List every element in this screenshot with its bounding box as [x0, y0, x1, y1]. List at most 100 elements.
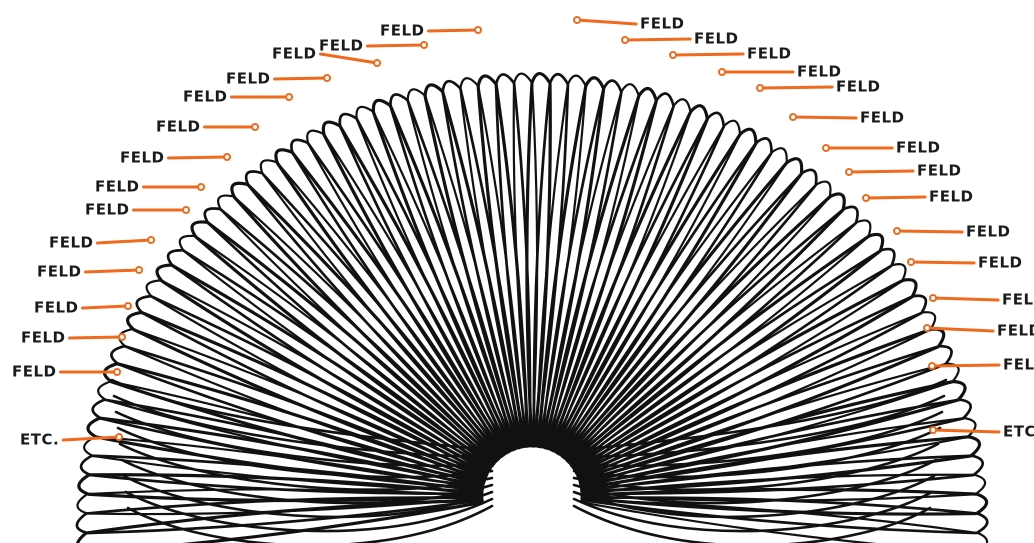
leader-line — [321, 54, 377, 63]
callout-label: FELD — [797, 63, 842, 81]
leader-dot — [719, 69, 725, 75]
leader-dot — [125, 303, 131, 309]
callout-label: FELD — [49, 234, 94, 252]
callout-label: FELD — [997, 322, 1034, 340]
callout-label: FELD — [966, 223, 1011, 241]
leader-dot — [421, 42, 427, 48]
leader-dot — [224, 154, 230, 160]
callout-right-4: FELD — [719, 63, 842, 81]
callout-left-13: FELD — [21, 329, 125, 347]
leader-dot — [324, 75, 330, 81]
leader-dot — [757, 85, 763, 91]
callout-left-12: FELD — [34, 299, 131, 317]
callout-right-11: FELD — [908, 254, 1023, 272]
leader-line — [793, 117, 856, 118]
leader-line — [577, 20, 636, 24]
leader-dot — [670, 52, 676, 58]
callout-label: FELD — [156, 118, 201, 136]
leader-dot — [790, 114, 796, 120]
leader-line — [866, 197, 925, 198]
callout-label: FELD — [929, 188, 974, 206]
leader-line — [98, 240, 151, 243]
callout-label: FELD — [226, 70, 271, 88]
slinky-coils — [77, 74, 987, 543]
leader-dot — [846, 169, 852, 175]
leader-line — [275, 78, 327, 79]
leader-line — [760, 87, 832, 88]
leader-line — [83, 306, 128, 308]
leader-dot — [929, 363, 935, 369]
callout-label: FELD — [1002, 291, 1034, 309]
callout-label: FELD — [836, 78, 881, 96]
callout-left-8: FELD — [95, 178, 204, 196]
leader-line — [429, 30, 478, 31]
leader-line — [169, 157, 227, 158]
leader-line — [368, 45, 424, 46]
callout-label: FELD — [1003, 356, 1034, 374]
leader-dot — [374, 60, 380, 66]
leader-dot — [119, 334, 125, 340]
leader-dot — [286, 94, 292, 100]
callout-left-5: FELD — [183, 88, 292, 106]
leader-dot — [136, 267, 142, 273]
leader-dot — [574, 17, 580, 23]
callout-label: FELD — [183, 88, 228, 106]
callout-left-9: FELD — [85, 201, 189, 219]
callout-label: FELD — [978, 254, 1023, 272]
callout-left-7: FELD — [120, 149, 230, 167]
callout-label: ETC. — [20, 431, 59, 449]
callout-left-14: FELD — [12, 363, 120, 381]
leader-dot — [908, 259, 914, 265]
leader-dot — [148, 237, 154, 243]
leader-dot — [823, 145, 829, 151]
leader-dot — [198, 184, 204, 190]
leader-dot — [116, 434, 122, 440]
callout-right-14: FELD — [929, 356, 1034, 374]
callout-right-9: FELD — [863, 188, 974, 206]
callout-label: FELD — [640, 15, 685, 33]
callout-right-7: FELD — [823, 139, 941, 157]
leader-line — [625, 39, 690, 40]
callout-left-6: FELD — [156, 118, 258, 136]
leader-dot — [863, 195, 869, 201]
callout-label: FELD — [917, 162, 962, 180]
callout-right-8: FELD — [846, 162, 962, 180]
callout-left-11: FELD — [37, 263, 142, 281]
callout-label: FELD — [319, 37, 364, 55]
callout-label: FELD — [694, 30, 739, 48]
leader-dot — [930, 427, 936, 433]
leader-dot — [114, 369, 120, 375]
leader-dot — [930, 295, 936, 301]
leader-dot — [183, 207, 189, 213]
callout-label: FELD — [272, 45, 317, 63]
callout-label: FELD — [21, 329, 66, 347]
leader-line — [932, 365, 999, 366]
leader-line — [897, 231, 962, 232]
callout-left-4: FELD — [226, 70, 330, 88]
callout-label: FELD — [34, 299, 79, 317]
leader-line — [933, 430, 999, 432]
leader-line — [86, 270, 139, 272]
leader-dot — [924, 325, 930, 331]
leader-line — [933, 298, 998, 300]
callout-label: FELD — [95, 178, 140, 196]
leader-line — [70, 337, 122, 338]
callout-label: FELD — [37, 263, 82, 281]
callout-label: FELD — [120, 149, 165, 167]
callout-label: ETC. — [1003, 423, 1034, 441]
leader-line — [849, 171, 913, 172]
callout-left-1: FELD — [380, 22, 481, 40]
callout-label: FELD — [860, 109, 905, 127]
leader-line — [673, 54, 743, 55]
callout-right-6: FELD — [790, 109, 905, 127]
callout-label: FELD — [12, 363, 57, 381]
callout-label: FELD — [896, 139, 941, 157]
leader-line — [911, 262, 974, 263]
callout-right-10: FELD — [894, 223, 1011, 241]
callout-label: FELD — [380, 22, 425, 40]
leader-dot — [622, 37, 628, 43]
callout-label: FELD — [85, 201, 130, 219]
callout-right-1: FELD — [574, 15, 685, 33]
callout-label: FELD — [747, 45, 792, 63]
